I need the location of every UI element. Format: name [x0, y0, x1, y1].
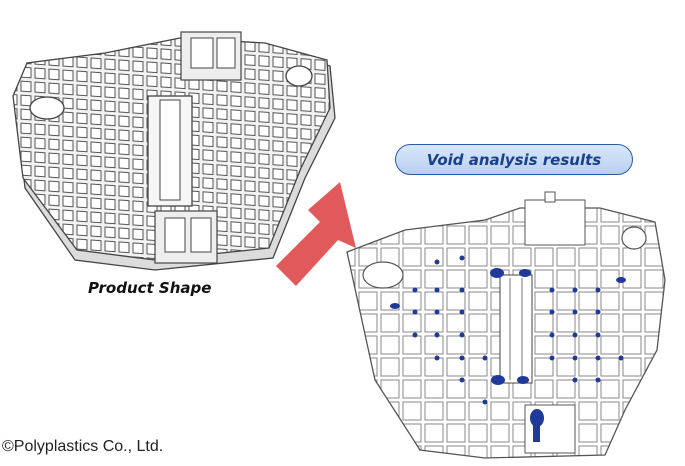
- product-shape-drawing: [12, 31, 336, 271]
- arrow-down-left-icon: [276, 182, 356, 286]
- product-shape-label: Product Shape: [88, 279, 212, 297]
- void-analysis-drawing: [346, 191, 666, 459]
- void-results-label: Void analysis results: [426, 150, 602, 169]
- copyright-notice: ©Polyplastics Co., Ltd.: [2, 438, 164, 455]
- void-results-badge: Void analysis results: [395, 144, 633, 175]
